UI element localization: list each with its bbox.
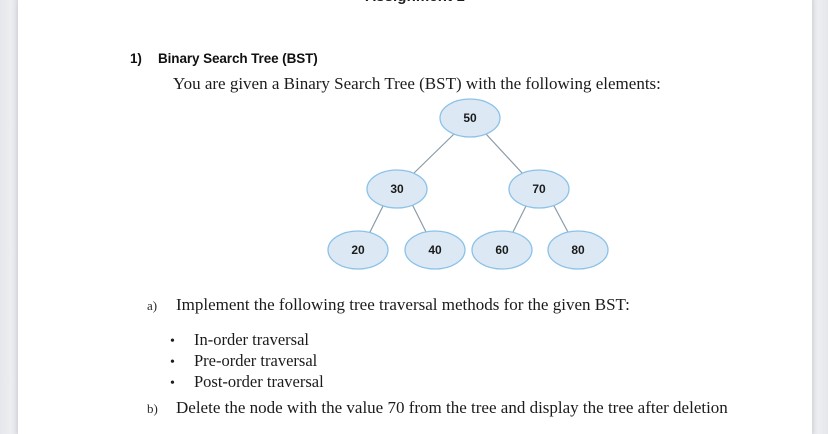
document-running-header: Assignment 1 — [18, 0, 812, 5]
tree-node-label: 50 — [463, 111, 477, 125]
tree-node-label: 20 — [351, 243, 365, 257]
tree-node-30: 30 — [366, 169, 428, 209]
tree-node-shape — [508, 169, 570, 209]
tree-node-50: 50 — [439, 98, 501, 138]
bst-tree-diagram: 50 30 70 20 40 60 80 — [323, 98, 613, 276]
bullet-icon: • — [170, 355, 175, 370]
tree-node-shape — [404, 230, 466, 270]
tree-node-40: 40 — [404, 230, 466, 270]
page-gutter-right — [812, 0, 828, 434]
sub-item-b-text: Delete the node with the value 70 from t… — [176, 398, 728, 417]
document-page: Assignment 1 1) Binary Search Tree (BST)… — [18, 0, 812, 434]
question-1-heading: 1) Binary Search Tree (BST) — [130, 51, 318, 66]
tree-edge-n30-n20 — [368, 203, 385, 235]
list-item: • In-order traversal — [170, 330, 324, 351]
tree-node-label: 30 — [390, 182, 404, 196]
tree-node-60: 60 — [471, 230, 533, 270]
tree-edge-root-n30 — [412, 133, 455, 175]
tree-node-shape — [471, 230, 533, 270]
tree-node-70: 70 — [508, 169, 570, 209]
bst-tree-svg: 50 30 70 20 40 60 80 — [327, 98, 609, 270]
sub-item-a: a) Implement the following tree traversa… — [147, 295, 630, 315]
bullet-icon: • — [170, 334, 175, 349]
tree-edge-n70-n60 — [511, 203, 528, 235]
list-item-label: Pre-order traversal — [194, 351, 318, 370]
tree-node-shape — [547, 230, 609, 270]
list-item: • Pre-order traversal — [170, 351, 324, 372]
page-gutter-left — [0, 0, 18, 434]
tree-edge-root-n70 — [485, 133, 524, 175]
tree-node-shape — [327, 230, 389, 270]
tree-node-shape — [366, 169, 428, 209]
tree-node-label: 40 — [428, 243, 442, 257]
question-1-title: Binary Search Tree (BST) — [158, 51, 318, 66]
sub-item-b: b) Delete the node with the value 70 fro… — [147, 398, 728, 418]
traversal-methods-list: •In-order traversal•Pre-order traversal•… — [170, 330, 324, 393]
tree-edge-group — [368, 133, 570, 235]
tree-node-shape — [439, 98, 501, 138]
tree-edge-n30-n40 — [411, 203, 428, 235]
tree-node-label: 80 — [571, 243, 585, 257]
tree-node-label: 70 — [532, 182, 546, 196]
bullet-icon: • — [170, 376, 175, 391]
question-1-marker: 1) — [130, 51, 142, 66]
sub-item-b-marker: b) — [147, 401, 158, 416]
list-item-label: Post-order traversal — [194, 372, 324, 391]
question-1-intro-text: You are given a Binary Search Tree (BST)… — [173, 74, 661, 93]
tree-node-label: 60 — [495, 243, 509, 257]
tree-edge-n70-n80 — [552, 203, 570, 235]
list-item: • Post-order traversal — [170, 372, 324, 393]
sub-item-a-text: Implement the following tree traversal m… — [176, 295, 630, 314]
tree-node-group: 50 30 70 20 40 60 80 — [327, 98, 609, 270]
tree-node-20: 20 — [327, 230, 389, 270]
tree-node-80: 80 — [547, 230, 609, 270]
list-item-label: In-order traversal — [194, 330, 309, 349]
sub-item-a-marker: a) — [147, 298, 158, 313]
